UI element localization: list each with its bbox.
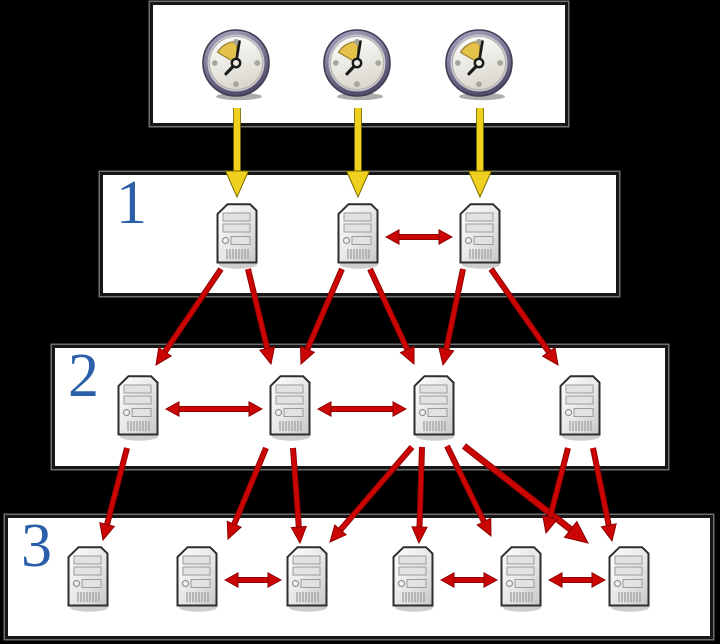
stratum-2-label: 2 [68,342,99,410]
stratum-3-label: 3 [21,512,52,580]
clock-icon [321,27,395,101]
server-icon [268,375,312,443]
server-icon [215,203,259,271]
server-icon [285,546,329,614]
stratum-1-label: 1 [116,169,147,237]
server-icon [391,546,435,614]
server-icon [499,546,543,614]
server-icon [175,546,219,614]
clock-icon [443,27,517,101]
server-icon [458,203,502,271]
server-icon [336,203,380,271]
server-icon [66,546,110,614]
clock-icon [200,27,274,101]
server-icon [558,375,602,443]
server-icon [116,375,160,443]
server-icon [412,375,456,443]
server-icon [607,546,651,614]
